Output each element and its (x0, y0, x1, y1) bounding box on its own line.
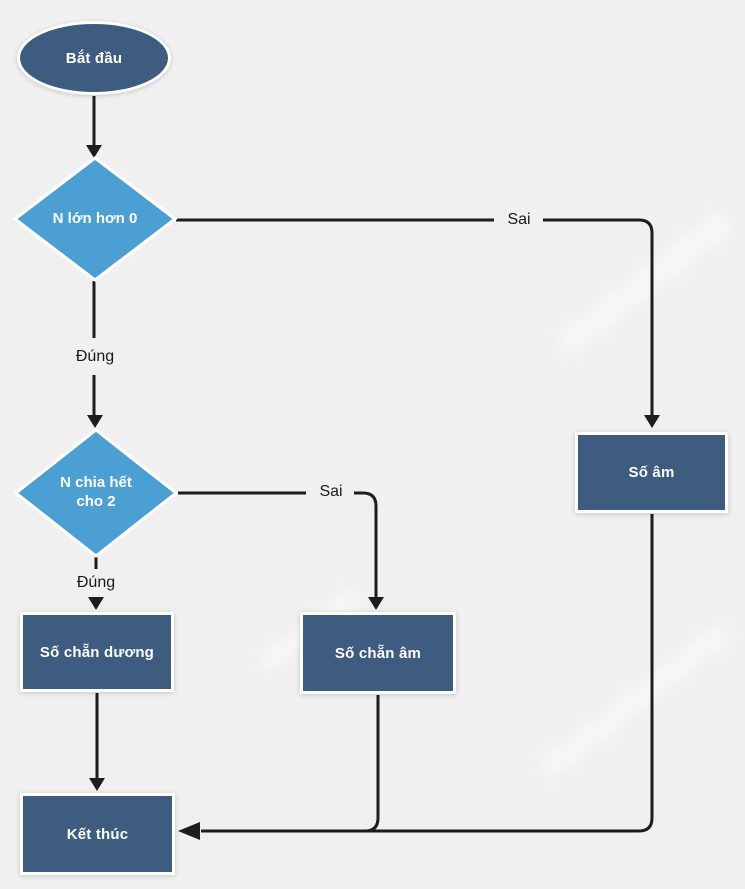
edge-negative-to-end (201, 514, 654, 833)
end-node-label: Kết thúc (66, 825, 129, 843)
decision1-label: N lớn hơn 0 (52, 209, 138, 227)
even-negative-label: Số chẵn âm (334, 644, 422, 662)
start-node-label: Bắt đầu (65, 49, 123, 67)
edge-decision2-false-right (354, 491, 378, 597)
arrowhead-into-negative (644, 415, 660, 428)
negative-label: Số âm (628, 464, 675, 481)
decision2-diamond (13, 428, 179, 558)
edge-decision1-false-right (543, 218, 654, 415)
start-node: Bắt đầu (17, 21, 171, 95)
even-negative-node: Số chẵn âm (300, 612, 456, 694)
arrowhead-into-evennegative (368, 597, 384, 610)
edge-label-decision1-false: Sai (507, 211, 531, 228)
end-node: Kết thúc (20, 793, 175, 875)
decision1-diamond (12, 156, 178, 282)
decision2-label: N chia hết cho 2 (60, 474, 132, 510)
edge-label-decision2-true: Đúng (76, 574, 116, 591)
edge-label-decision1-true: Đúng (75, 348, 115, 365)
edge-label-decision2-false: Sai (319, 483, 343, 500)
arrowhead-into-decision1 (86, 145, 102, 158)
edge-evennegative-to-bus (364, 695, 380, 833)
even-positive-node: Số chẵn dương (20, 612, 174, 692)
even-positive-label: Số chẵn dương (39, 643, 155, 661)
arrowhead-into-end-right (178, 822, 200, 840)
arrowhead-into-decision2 (87, 415, 103, 428)
arrowhead-into-end-top (89, 778, 105, 791)
arrowhead-into-evenpositive (88, 597, 104, 610)
negative-node: Số âm (575, 432, 728, 513)
